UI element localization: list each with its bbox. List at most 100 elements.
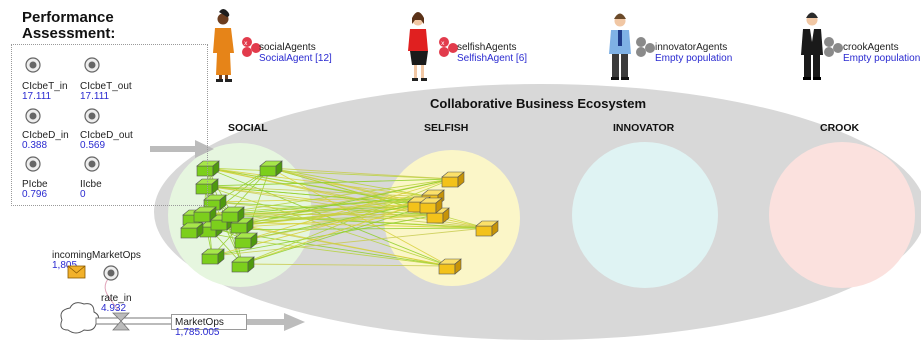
agent-population-icons: x x — [213, 9, 843, 82]
incoming-market-ops-value: 1,805 — [52, 260, 78, 271]
agent-value: SocialAgent [12] — [259, 53, 332, 64]
svg-text:x: x — [244, 40, 248, 47]
column-social: SOCIAL — [228, 122, 268, 134]
var-name: PIcbe — [22, 179, 48, 190]
selfish-agent-node[interactable] — [441, 171, 465, 188]
social-agent-node[interactable] — [221, 206, 245, 223]
performance-var-icons — [25, 57, 100, 172]
selfish-agent-node[interactable] — [438, 258, 462, 275]
market-flow — [60, 278, 305, 334]
agent-value: Empty population — [843, 53, 921, 64]
agent-link-line — [244, 239, 450, 267]
social-agent-node[interactable] — [201, 248, 225, 265]
social-agent-node[interactable] — [193, 206, 217, 223]
performance-title-line2: Assessment: — [22, 25, 116, 42]
var-value: 0.569 — [80, 140, 106, 151]
selfish-agent-figure-icon[interactable] — [408, 12, 428, 81]
var-CIcbeD_in: CIcbeD_in 0.388 — [22, 131, 69, 151]
agent-link-line — [231, 213, 487, 229]
social-agent-node[interactable] — [196, 160, 220, 177]
agent-link-line — [269, 167, 450, 267]
innovator-population-icon[interactable] — [636, 37, 655, 57]
agent-link-line — [205, 185, 433, 198]
agent-link-line — [241, 178, 453, 265]
agent-link-line — [231, 196, 433, 215]
social-agent-node[interactable] — [259, 160, 283, 177]
market-ops-stock[interactable] — [171, 314, 247, 330]
innovator-agent-figure-icon[interactable] — [609, 13, 631, 81]
var-value: 0.796 — [22, 189, 48, 200]
agent-link-line — [205, 185, 450, 267]
envelope-icon[interactable] — [67, 265, 86, 279]
agent-name: crookAgents — [843, 42, 899, 53]
performance-title-line1: Performance — [22, 9, 114, 26]
var-name: CIcbeD_in — [22, 130, 69, 141]
crook-agent-figure-icon[interactable] — [801, 12, 823, 81]
crook-agents-label[interactable]: crookAgents Empty population — [843, 42, 920, 64]
agent-link-line — [269, 167, 433, 198]
var-value: 0.388 — [22, 140, 48, 151]
agent-value: SelfishAgent [6] — [457, 53, 528, 64]
social-agent-node[interactable] — [180, 222, 204, 239]
agent-link-line — [241, 203, 419, 265]
column-crook: CROOK — [820, 122, 860, 134]
social-agent-node[interactable] — [203, 194, 227, 211]
var-icon-CIcbeT_out[interactable] — [84, 57, 100, 73]
incoming-market-ops: incomingMarketOps 1,805 — [52, 251, 141, 271]
agent-link-line — [211, 227, 487, 257]
social-agent-node[interactable] — [234, 232, 258, 249]
market-ops: MarketOps 1,785.005 — [175, 318, 224, 338]
innovator-agents-label[interactable]: innovatorAgents Empty population — [655, 42, 732, 64]
social-agent-figure-icon[interactable] — [213, 9, 234, 82]
agent-link-line — [206, 167, 431, 206]
rate-in-value: 4.932 — [101, 303, 127, 314]
selfish-agent-node[interactable] — [419, 197, 443, 214]
column-selfish: SELFISH — [424, 122, 469, 134]
rate-in: rate_in 4.932 — [101, 294, 132, 314]
performance-title: Performance Assessment: — [22, 10, 172, 42]
var-icon-IIcbe[interactable] — [84, 156, 100, 172]
var-CIcbeD_out: CIcbeD_out 0.569 — [80, 131, 133, 151]
agent-link-line — [206, 167, 450, 267]
var-icon-CIcbeD_in[interactable] — [25, 108, 41, 124]
ecosystem-ellipse — [154, 84, 921, 340]
agent-link-line — [241, 204, 431, 265]
agent-link-line — [244, 203, 419, 241]
agent-link-line — [240, 178, 453, 226]
var-value: 0 — [80, 189, 86, 200]
var-value: 17.111 — [80, 91, 110, 102]
agent-name: socialAgents — [259, 42, 316, 53]
social-agents-label[interactable]: socialAgents SocialAgent [12] — [259, 42, 332, 64]
agent-link-line — [206, 167, 453, 180]
crook-population-icon[interactable] — [824, 37, 843, 57]
column-innovator: INNOVATOR — [613, 122, 675, 134]
incoming-market-ops-label: incomingMarketOps — [52, 250, 141, 261]
market-icons — [67, 265, 119, 281]
market-ops-value: 1,785.005 — [175, 327, 220, 338]
selfish-agent-node[interactable] — [475, 220, 499, 237]
var-PIcbe: PIcbe 0.796 — [22, 180, 48, 200]
innovator-zone — [572, 142, 718, 288]
social-agent-node[interactable] — [231, 256, 255, 273]
agent-link-line — [205, 185, 438, 216]
selfish-population-icon[interactable]: x — [439, 37, 458, 57]
agent-link-line — [231, 213, 438, 216]
rate-variable-icon[interactable] — [103, 265, 119, 281]
agent-link-line — [220, 221, 487, 229]
var-icon-PIcbe[interactable] — [25, 156, 41, 172]
selfish-agents-label[interactable]: selfishAgents SelfishAgent [6] — [457, 42, 527, 64]
agent-link-line — [269, 167, 453, 180]
ecosystem-title: Collaborative Business Ecosystem — [430, 96, 647, 111]
social-population-icon[interactable]: x — [242, 37, 261, 57]
performance-arrow — [150, 140, 214, 158]
agent-name: innovatorAgents — [655, 42, 728, 53]
var-name: CIcbeT_in — [22, 81, 68, 92]
social-agent-node[interactable] — [195, 178, 219, 195]
var-icon-CIcbeT_in[interactable] — [25, 57, 41, 73]
svg-text:x: x — [441, 40, 445, 47]
agent-link-line — [213, 201, 438, 216]
var-icon-CIcbeD_out[interactable] — [84, 108, 100, 124]
agent-links — [190, 167, 487, 267]
var-CIcbeT_out: CIcbeT_out 17.111 — [80, 82, 132, 102]
